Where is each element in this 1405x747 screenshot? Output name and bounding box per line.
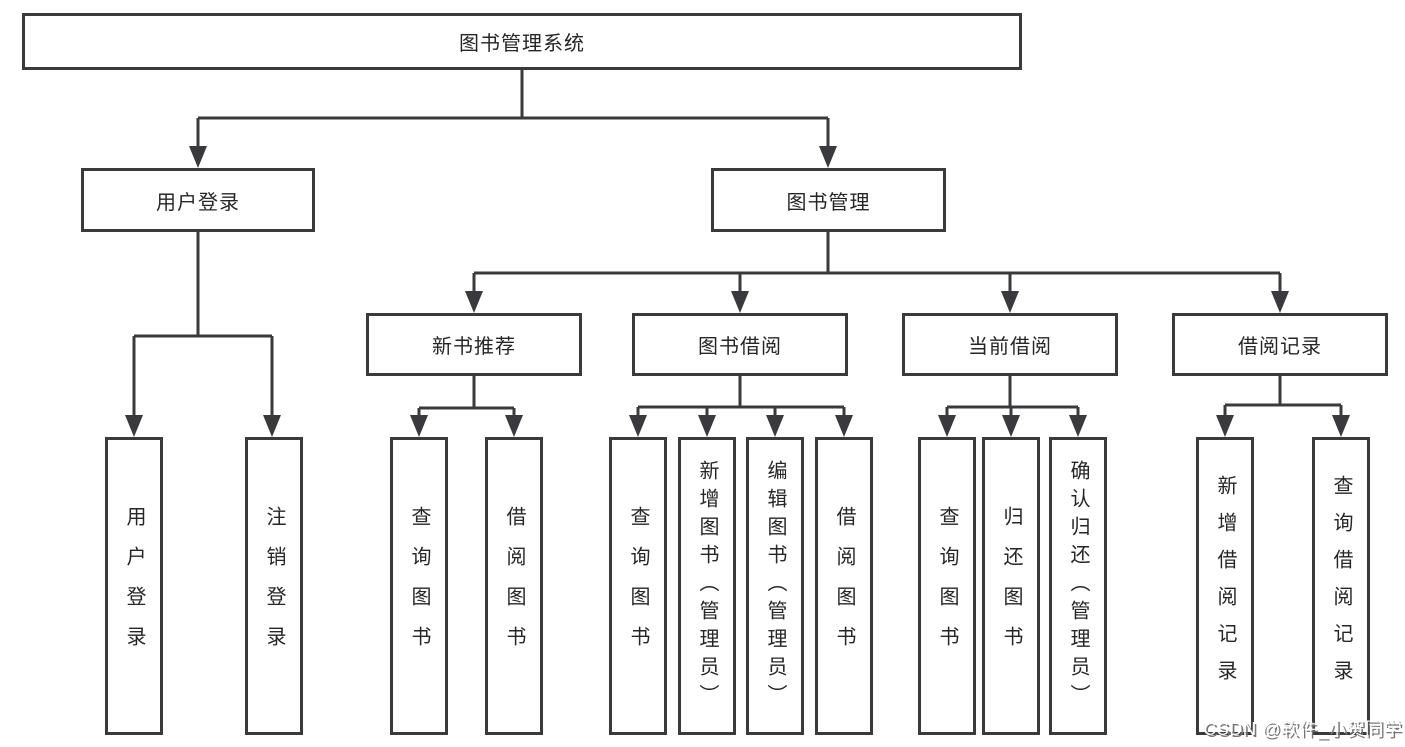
leaf-br-add-record-label: 新增借阅记录 — [1214, 475, 1236, 697]
leaf-user-login: 用户登录 — [105, 437, 163, 735]
leaf-br-add-record: 新增借阅记录 — [1196, 437, 1254, 735]
csdn-watermark: CSDN @软件_小贺同学 — [1203, 719, 1402, 739]
node-user-login-label: 用户登录 — [156, 191, 240, 214]
node-new-book-recommend-label: 新书推荐 — [432, 336, 516, 358]
leaf-cb-query-books-label: 查询图书 — [936, 506, 958, 666]
connector-book-borrow-children — [636, 376, 846, 422]
leaf-cb-return-books-label: 归还图书 — [1000, 506, 1022, 666]
node-borrowing-records-label: 借阅记录 — [1238, 336, 1322, 358]
leaf-br-query-record: 查询借阅记录 — [1312, 437, 1370, 735]
leaf-cb-query-books: 查询图书 — [918, 437, 976, 735]
arrowheads-level3 — [465, 291, 1289, 313]
node-root-system: 图书管理系统 — [22, 13, 1022, 70]
leaf-bb-edit-books-admin-label: 编辑图书（管理员） — [764, 460, 786, 712]
arrowheads-user-login-children — [125, 415, 281, 437]
leaf-bb-borrow-books: 借阅图书 — [815, 437, 873, 735]
node-book-borrowing-label: 图书借阅 — [698, 336, 782, 358]
leaf-bb-query-books: 查询图书 — [609, 437, 667, 735]
leaf-cb-confirm-return-admin-label: 确认归还（管理员） — [1067, 460, 1089, 712]
leaf-logout-label: 注销登录 — [263, 506, 285, 666]
arrowheads-level2 — [189, 146, 837, 168]
node-book-management-label: 图书管理 — [786, 191, 871, 214]
node-book-management: 图书管理 — [711, 168, 946, 232]
connector-book-mgmt-to-level3 — [472, 232, 1282, 295]
leaf-bb-add-books-admin-label: 新增图书（管理员） — [696, 460, 718, 712]
leaf-bb-borrow-books-label: 借阅图书 — [833, 506, 855, 666]
leaf-nb-borrow-books: 借阅图书 — [485, 437, 543, 735]
connector-borrow-records-children — [1223, 376, 1343, 422]
leaf-cb-return-books: 归还图书 — [982, 437, 1040, 735]
leaf-nb-borrow-books-label: 借阅图书 — [503, 506, 525, 666]
node-current-borrowing: 当前借阅 — [902, 313, 1118, 376]
connector-new-books-children — [417, 376, 516, 422]
node-user-login: 用户登录 — [81, 168, 315, 232]
arrowheads-borrow-records-children — [1216, 415, 1350, 437]
leaf-br-query-record-label: 查询借阅记录 — [1330, 475, 1352, 697]
arrowheads-book-borrow-children — [629, 415, 853, 437]
leaf-nb-query-books-label: 查询图书 — [408, 506, 430, 666]
node-book-borrowing: 图书借阅 — [632, 313, 848, 376]
arrowheads-new-books-children — [410, 415, 523, 437]
connector-current-borrow-children — [945, 376, 1080, 422]
connector-root-to-level2 — [196, 70, 830, 150]
leaf-bb-query-books-label: 查询图书 — [627, 506, 649, 666]
node-borrowing-records: 借阅记录 — [1172, 313, 1388, 376]
node-root-system-label: 图书管理系统 — [459, 33, 585, 55]
leaf-bb-edit-books-admin: 编辑图书（管理员） — [746, 437, 804, 735]
leaf-cb-confirm-return-admin: 确认归还（管理员） — [1049, 437, 1107, 735]
leaf-nb-query-books: 查询图书 — [390, 437, 448, 735]
leaf-bb-add-books-admin: 新增图书（管理员） — [678, 437, 736, 735]
leaf-user-login-label: 用户登录 — [123, 506, 145, 666]
leaf-logout: 注销登录 — [245, 437, 303, 735]
connector-user-login-children — [132, 232, 274, 419]
arrowheads-current-borrow-children — [938, 415, 1087, 437]
node-current-borrowing-label: 当前借阅 — [968, 336, 1052, 358]
node-new-book-recommend: 新书推荐 — [366, 313, 582, 376]
